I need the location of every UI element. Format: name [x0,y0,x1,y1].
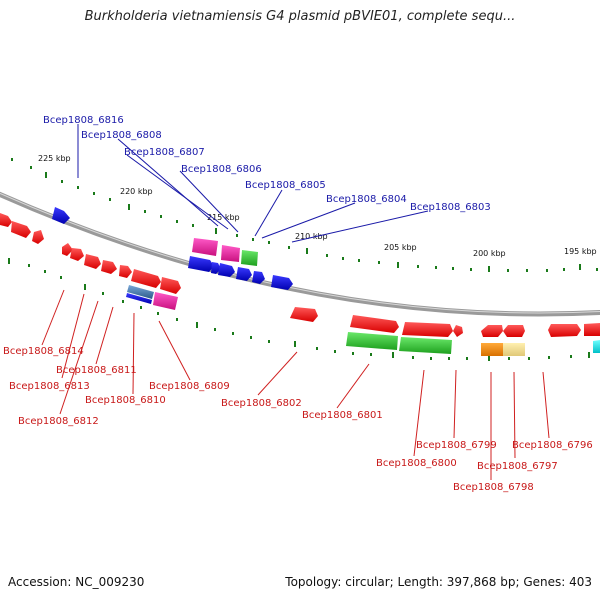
gene-red-feature [290,307,318,322]
gene-magenta-feature [221,245,240,262]
gene-red-feature [503,325,525,337]
gene-red-feature [160,277,181,294]
gene-red-feature [131,269,161,288]
gene-red-feature [70,248,84,261]
gene-khaki-feature [503,343,525,356]
scale-label-195: 195 kbp [564,247,597,256]
map-title: Burkholderia vietnamiensis G4 plasmid pB… [84,9,516,24]
gene-label[interactable]: Bcep1808_6810 [85,395,166,406]
top-leader-lines [77,124,429,243]
gene-red-feature [101,260,117,274]
scale-label-220: 220 kbp [120,187,153,196]
backbone-arc [0,191,600,317]
top-gene-labels: Bcep1808_6816 Bcep1808_6808 Bcep1808_680… [43,115,491,213]
gene-red-feature [548,324,581,337]
bottom-gene-labels: Bcep1808_6814 Bcep1808_6813 Bcep1808_681… [3,346,593,493]
gene-red-feature [402,322,453,337]
gene-magenta-feature [153,292,178,310]
scale-label-210: 210 kbp [295,232,328,241]
gene-label[interactable]: Bcep1808_6808 [81,130,162,141]
gene-label[interactable]: Bcep1808_6801 [302,410,383,421]
gene-orange-feature [481,343,503,356]
gene-label[interactable]: Bcep1808_6802 [221,398,302,409]
gene-red-feature [84,254,101,269]
gene-label[interactable]: Bcep1808_6814 [3,346,84,357]
gene-blue-feature [211,262,221,274]
gene-blue-feature [126,293,152,304]
gene-red-feature [453,325,463,337]
gene-label[interactable]: Bcep1808_6804 [326,194,407,205]
gene-red-feature [11,221,31,238]
gene-blue-feature [218,263,235,277]
gene-green-feature [346,332,398,350]
gene-label[interactable]: Bcep1808_6798 [453,482,534,493]
outer-strand-genes [0,207,293,294]
gene-red-feature [32,230,44,244]
gene-red-feature [62,243,73,256]
gene-blue-feature [271,275,293,290]
gene-label[interactable]: Bcep1808_6816 [43,115,124,126]
scale-label-215: 215 kbp [207,213,240,222]
genome-summary-text: Topology: circular; Length: 397,868 bp; … [285,575,592,589]
scale-label-200: 200 kbp [473,249,506,258]
gene-label[interactable]: Bcep1808_6806 [181,164,262,175]
accession-text: Accession: NC_009230 [8,575,145,589]
gene-blue-feature [52,207,70,224]
gene-label[interactable]: Bcep1808_6800 [376,458,457,469]
gene-label[interactable]: Bcep1808_6809 [149,381,230,392]
gene-green-feature [241,250,258,266]
scale-label-205: 205 kbp [384,243,417,252]
gene-label[interactable]: Bcep1808_6796 [512,440,593,451]
gene-green-feature [399,337,452,354]
gene-label[interactable]: Bcep1808_6805 [245,180,326,191]
gene-label[interactable]: Bcep1808_6812 [18,416,99,427]
inner-strand-genes [126,285,600,356]
gene-blue-feature [188,256,214,272]
gene-blue-feature [236,267,252,281]
outer-scale-ring [11,158,598,272]
gene-label[interactable]: Bcep1808_6813 [9,381,90,392]
gene-magenta-feature [192,238,218,256]
backbone-arc-highlight [0,192,600,314]
scale-label-225: 225 kbp [38,154,71,163]
gene-label[interactable]: Bcep1808_6799 [416,440,497,451]
gene-red-feature [584,323,600,336]
gene-blue-feature [252,271,265,284]
gene-label[interactable]: Bcep1808_6807 [124,147,205,158]
gene-label[interactable]: Bcep1808_6797 [477,461,558,472]
gene-red-feature [350,315,399,333]
gene-red-feature [0,213,12,227]
bottom-leader-lines [41,289,550,480]
gene-red-feature [481,325,503,337]
gene-steel-feature [127,285,154,299]
gene-cyan-feature [593,340,600,353]
gene-red-feature [119,265,132,278]
gene-label[interactable]: Bcep1808_6803 [410,202,491,213]
gene-label[interactable]: Bcep1808_6811 [56,365,137,376]
inner-scale-ring [8,258,590,361]
